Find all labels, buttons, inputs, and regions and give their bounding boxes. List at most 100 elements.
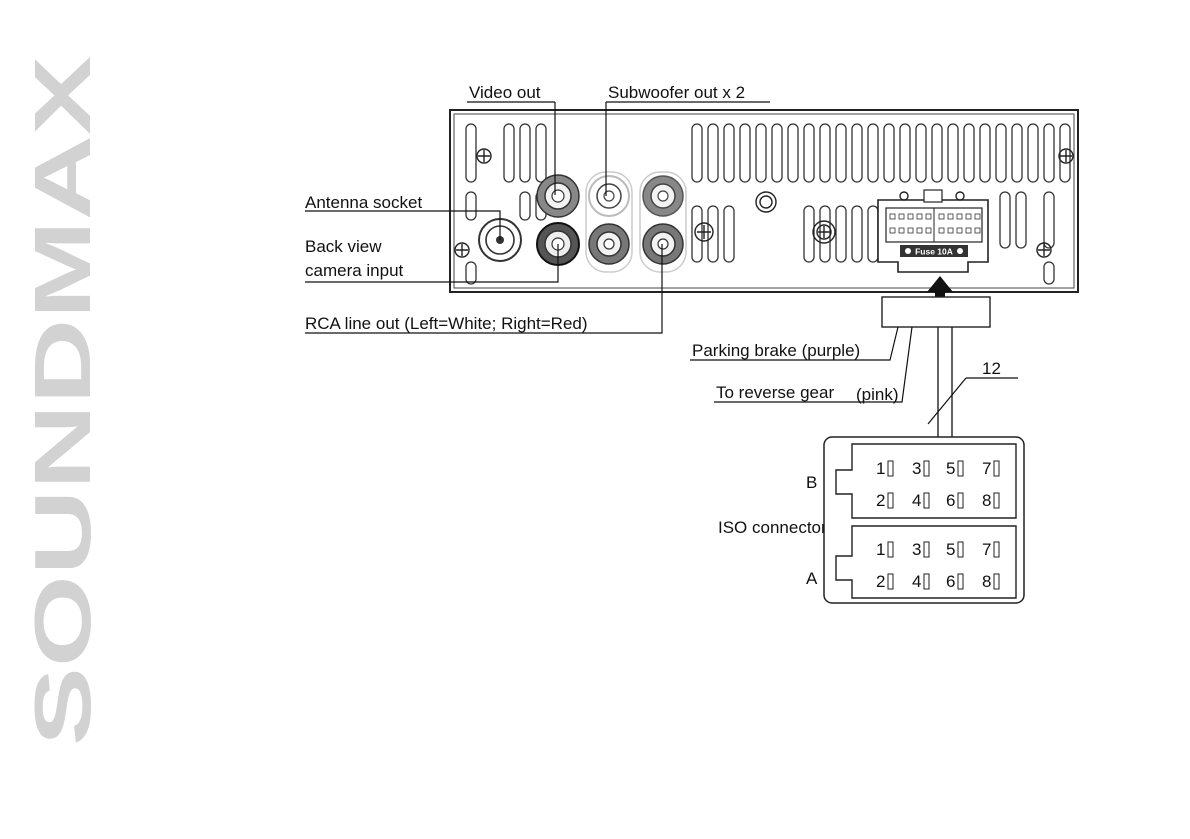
back-view-label-line2: camera input	[305, 261, 404, 280]
socket-pin	[947, 227, 954, 234]
heatsink-fin	[535, 123, 547, 183]
heatsink-fin	[1011, 123, 1023, 183]
heatsink-fin	[503, 123, 515, 183]
iso-pin-contact	[887, 460, 894, 477]
socket-pin	[965, 213, 972, 220]
heatsink-fin	[691, 123, 703, 183]
heatsink-fin	[519, 123, 531, 183]
heatsink-fin	[803, 123, 815, 183]
heatsink-fin	[691, 205, 703, 263]
iso-pin-number: 6	[946, 491, 955, 510]
iso-pin-contact	[923, 541, 930, 558]
heatsink-fin	[465, 123, 477, 183]
iso-pin-contact	[887, 492, 894, 509]
socket-pin	[974, 227, 981, 234]
heatsink-fin	[465, 191, 477, 221]
socket-pin	[889, 213, 896, 220]
socket-pin	[938, 213, 945, 220]
reverse-gear-color-label: (pink)	[856, 385, 899, 404]
socket-pin	[925, 227, 932, 234]
iso-pin-number: 7	[982, 540, 991, 559]
subwoofer-out-label: Subwoofer out x 2	[608, 83, 745, 102]
heatsink-fin	[787, 123, 799, 183]
iso-pin-contact	[993, 460, 1000, 477]
video-out-label: Video out	[469, 83, 541, 102]
iso-pin-number: 6	[946, 572, 955, 591]
iso-pin-number: 2	[876, 572, 885, 591]
heatsink-fin	[883, 123, 895, 183]
mounting-screws	[454, 148, 1074, 258]
iso-pin-contact	[957, 492, 964, 509]
socket-pin	[947, 213, 954, 220]
iso-pin-number: 7	[982, 459, 991, 478]
heatsink-fin	[979, 123, 991, 183]
iso-pin-contact	[887, 573, 894, 590]
iso-pin-contact	[957, 460, 964, 477]
socket-pin	[898, 213, 905, 220]
heatsink-fin	[915, 123, 927, 183]
iso-pin-contact	[993, 573, 1000, 590]
heatsink-fin	[835, 205, 847, 263]
heatsink-fin	[519, 191, 531, 221]
reverse-gear-label: To reverse gear	[716, 383, 834, 402]
back-view-label-line1: Back view	[305, 237, 382, 256]
subwoofer-out-jack-1	[588, 175, 630, 217]
callout-labels: Video out Subwoofer out x 2 Antenna sock…	[305, 83, 1001, 588]
iso-pin-number: 4	[912, 491, 921, 510]
rca-line-out-label: RCA line out (Left=White; Right=Red)	[305, 314, 588, 333]
iso-pin-number: 2	[876, 491, 885, 510]
heatsink-fin	[947, 123, 959, 183]
iso-pin-number: 1	[876, 540, 885, 559]
heatsink-fin	[771, 123, 783, 183]
heatsink-fin	[1015, 191, 1027, 249]
harness-plug	[881, 296, 1018, 437]
subwoofer-out-jack-2	[642, 175, 684, 217]
heatsink-fin	[851, 205, 863, 263]
iso-pin-number: 3	[912, 459, 921, 478]
socket-pin	[974, 213, 981, 220]
heatsink-fin	[1043, 123, 1055, 183]
heatsink-fin	[899, 123, 911, 183]
block-a-label: A	[806, 569, 818, 588]
heatsink-fin	[819, 123, 831, 183]
heatsink-fin	[707, 123, 719, 183]
heatsink-fin	[835, 123, 847, 183]
iso-pin-contact	[923, 492, 930, 509]
socket-pin	[916, 227, 923, 234]
iso-connector-label: ISO connector	[718, 518, 827, 537]
wire-count-label: 12	[982, 359, 1001, 378]
iso-pin-contact	[993, 541, 1000, 558]
heatsink-fin	[755, 123, 767, 183]
heatsink-fin	[963, 123, 975, 183]
socket-pin	[889, 227, 896, 234]
socket-pin	[907, 213, 914, 220]
iso-pin-number: 8	[982, 491, 991, 510]
iso-pin-number: 8	[982, 572, 991, 591]
heatsink-fin	[1043, 191, 1055, 249]
socket-pin	[956, 213, 963, 220]
heatsink-fin	[995, 123, 1007, 183]
heatsink-fin	[819, 205, 831, 263]
socket-pin	[938, 227, 945, 234]
socket-pin	[956, 227, 963, 234]
socket-pins	[889, 213, 981, 234]
heatsink-fin	[867, 123, 879, 183]
heatsink-fin	[465, 261, 477, 285]
iso-pin-contact	[923, 460, 930, 477]
socket-pin	[907, 227, 914, 234]
heatsink-fins	[465, 123, 1071, 285]
parking-brake-label: Parking brake (purple)	[692, 341, 860, 360]
heatsink-fin	[739, 123, 751, 183]
rca-line-out-right-jack	[642, 223, 684, 265]
heatsink-fin	[931, 123, 943, 183]
head-unit-rear-panel: Fuse 10A	[449, 109, 1079, 293]
iso-pin-contact	[993, 492, 1000, 509]
iso-pin-number: 1	[876, 459, 885, 478]
antenna-socket-label: Antenna socket	[305, 193, 422, 212]
heatsink-fin	[723, 205, 735, 263]
heatsink-fin	[867, 205, 879, 263]
iso-pin-contact	[887, 541, 894, 558]
heatsink-fin	[1043, 261, 1055, 285]
